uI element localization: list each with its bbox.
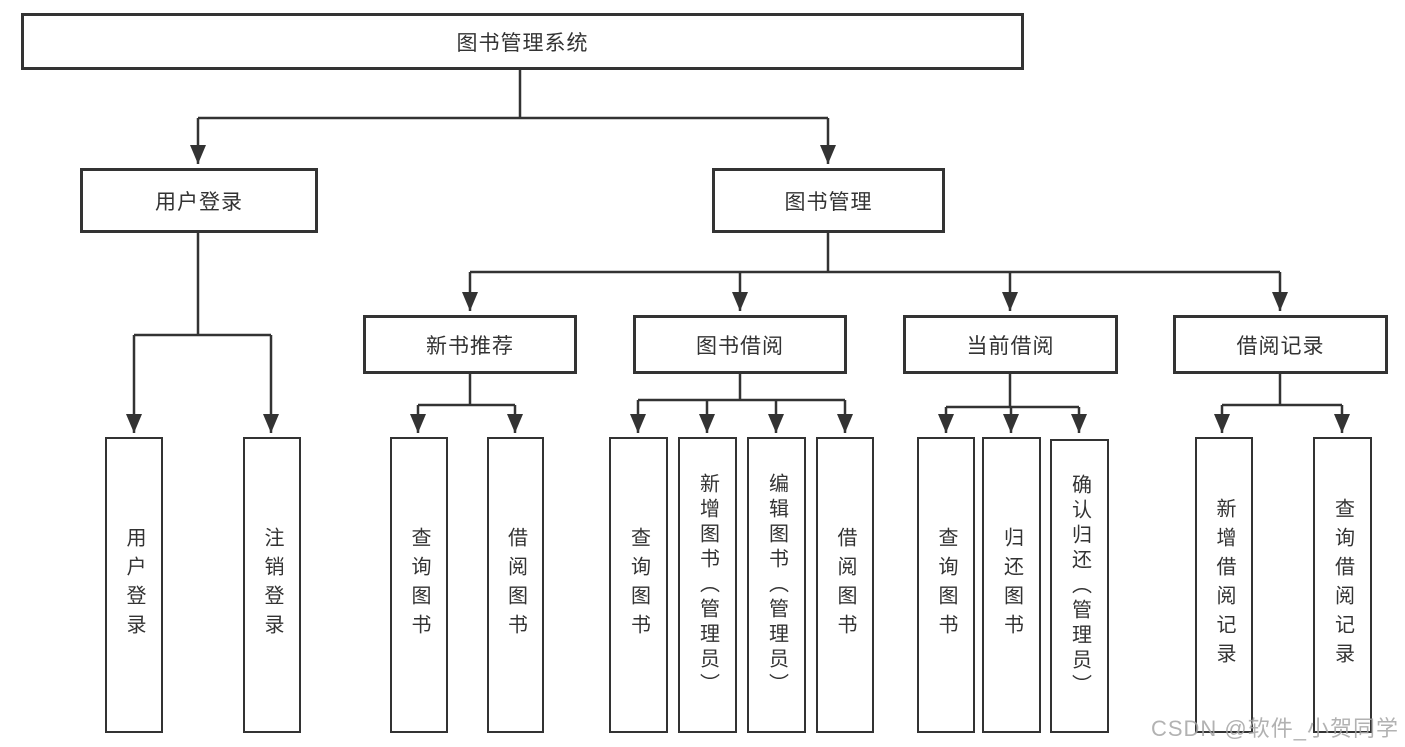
node-new-book-recommendation: 新书推荐 — [363, 315, 577, 374]
leaf-bb-query-books-label: 查询图书 — [627, 527, 650, 643]
leaf-cb-return-books-label: 归还图书 — [1000, 527, 1023, 643]
node-borrowing-records: 借阅记录 — [1173, 315, 1388, 374]
leaf-user-login-label: 用户登录 — [123, 527, 145, 643]
connector-borrow-records-trunk — [1222, 374, 1342, 407]
leaf-cb-query-books: 查询图书 — [917, 437, 975, 733]
leaf-nb-borrow-books: 借阅图书 — [487, 437, 544, 733]
leaf-bb-borrow-books-label: 借阅图书 — [834, 527, 856, 643]
leaf-logout-label: 注销登录 — [261, 527, 283, 643]
node-current-borrowing: 当前借阅 — [903, 315, 1118, 374]
leaf-br-add-record: 新增借阅记录 — [1195, 437, 1253, 733]
leaf-bb-query-books: 查询图书 — [609, 437, 668, 733]
leaf-br-add-record-label: 新增借阅记录 — [1213, 498, 1235, 672]
node-book-management: 图书管理 — [712, 168, 945, 233]
connector-new-book-trunk — [418, 374, 515, 407]
connector-user-login-trunk — [134, 233, 271, 337]
connector-book-mgmt-trunk — [470, 233, 1280, 274]
leaf-logout: 注销登录 — [243, 437, 301, 733]
leaf-br-query-record: 查询借阅记录 — [1313, 437, 1372, 733]
leaf-nb-query-books: 查询图书 — [390, 437, 448, 733]
node-book-borrowing: 图书借阅 — [633, 315, 847, 374]
leaf-br-query-record-label: 查询借阅记录 — [1331, 498, 1354, 672]
leaf-cb-confirm-return-admin-label: 确认归还（管理员） — [1068, 473, 1091, 699]
connector-book-borrowing-trunk — [638, 374, 845, 402]
leaf-bb-borrow-books: 借阅图书 — [816, 437, 874, 733]
connector-root-trunk — [198, 69, 828, 120]
leaf-bb-add-books-admin-label: 新增图书（管理员） — [696, 472, 719, 698]
node-library-management-system: 图书管理系统 — [21, 13, 1024, 70]
leaf-bb-edit-books-admin: 编辑图书（管理员） — [747, 437, 806, 733]
leaf-cb-return-books: 归还图书 — [982, 437, 1041, 733]
node-user-login: 用户登录 — [80, 168, 318, 233]
leaf-bb-add-books-admin: 新增图书（管理员） — [678, 437, 737, 733]
leaf-cb-query-books-label: 查询图书 — [935, 527, 957, 643]
connector-current-borrowing-trunk — [946, 374, 1079, 409]
leaf-user-login: 用户登录 — [105, 437, 163, 733]
leaf-nb-borrow-books-label: 借阅图书 — [504, 527, 527, 643]
leaf-bb-edit-books-admin-label: 编辑图书（管理员） — [765, 472, 788, 698]
leaf-cb-confirm-return-admin: 确认归还（管理员） — [1050, 439, 1109, 733]
leaf-nb-query-books-label: 查询图书 — [408, 527, 430, 643]
